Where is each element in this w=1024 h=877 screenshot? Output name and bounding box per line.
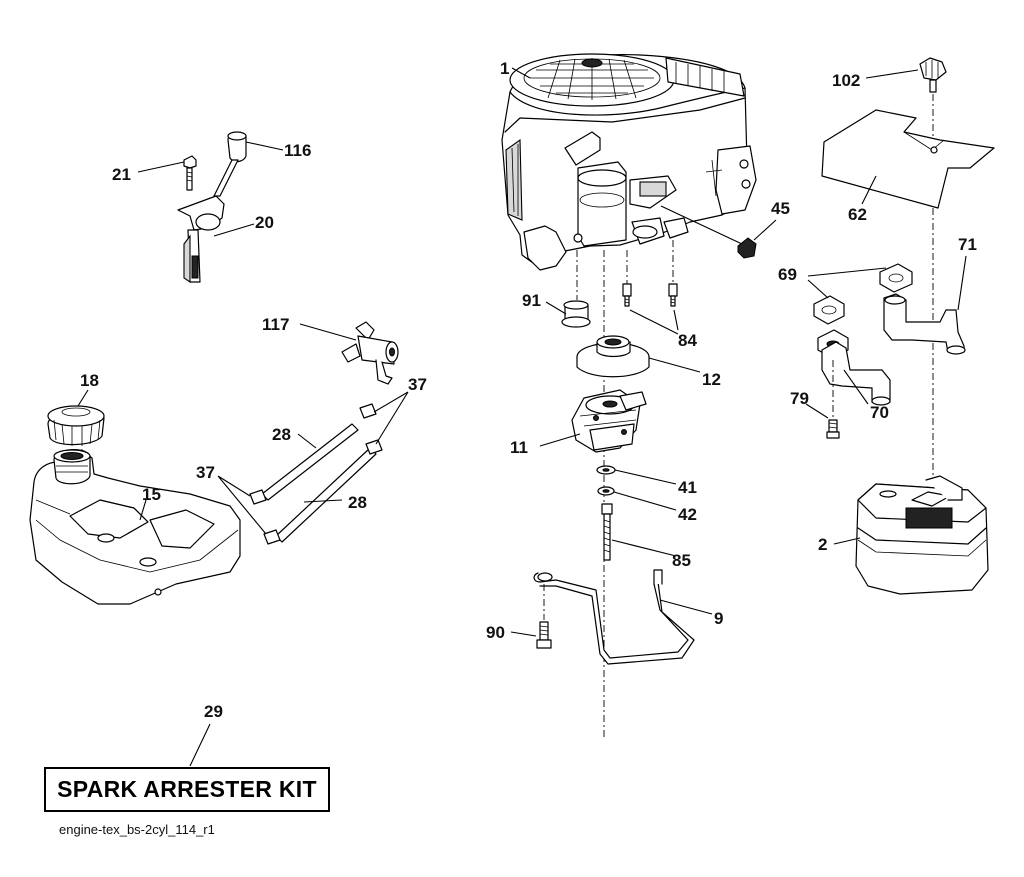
callout-18: 18 (80, 371, 99, 390)
callout-102: 102 (832, 71, 860, 90)
callout-116: 116 (284, 141, 311, 160)
washer-41 (596, 465, 677, 485)
callout-21: 21 (112, 165, 131, 184)
callout-117: 117 (262, 315, 289, 334)
callout-9: 9 (714, 609, 723, 628)
bolt-85 (601, 503, 677, 561)
callout-69: 69 (778, 265, 797, 284)
callout-42: 42 (678, 505, 697, 524)
callout-2: 2 (818, 535, 827, 554)
callout-37-lower: 37 (196, 463, 215, 482)
file-reference: engine-tex_bs-2cyl_114_r1 (59, 822, 215, 837)
fuel-tank-15 (29, 449, 241, 605)
bolts-84 (622, 283, 679, 335)
clutch-11 (539, 389, 647, 453)
bolt-79 (805, 360, 840, 439)
engine-assembly (501, 53, 757, 271)
callout-29: 29 (204, 702, 223, 721)
spark-arrester-kit-box: SPARK ARRESTER KIT (44, 767, 330, 812)
callout-37-upper: 37 (408, 375, 427, 394)
knob-102 (865, 57, 947, 93)
bushing-91 (561, 300, 591, 328)
exhaust-pipe-71 (883, 255, 967, 355)
callout-79: 79 (790, 389, 809, 408)
callout-45: 45 (771, 199, 790, 218)
callout-62: 62 (848, 205, 867, 224)
engine-screen-grid (530, 58, 654, 100)
callout-85: 85 (672, 551, 691, 570)
callout-20: 20 (255, 213, 274, 232)
callout-labels: 1 102 116 21 20 45 62 71 69 91 84 12 117… (80, 59, 977, 721)
muffler-2 (833, 475, 989, 595)
washer-42 (597, 486, 677, 511)
callout-84: 84 (678, 331, 697, 350)
callout-71: 71 (958, 235, 977, 254)
bracket-9 (533, 569, 713, 665)
callout-41: 41 (678, 478, 697, 497)
callout-90: 90 (486, 623, 505, 642)
clamps-37 (217, 391, 409, 545)
callout-15: 15 (142, 485, 161, 504)
heat-shield-62 (821, 109, 995, 209)
callout-11: 11 (510, 438, 528, 457)
callout-12: 12 (702, 370, 721, 389)
spark-arrester-kit-label: SPARK ARRESTER KIT (57, 776, 317, 802)
callout-28-lower: 28 (348, 493, 367, 512)
callout-91: 91 (522, 291, 541, 310)
fuel-valve-117 (299, 321, 399, 385)
fuel-line-upper-28 (261, 423, 359, 501)
exhaust-pipe-70 (821, 341, 891, 406)
fuel-cap-18 (47, 389, 105, 446)
pulley-12 (576, 335, 701, 378)
spark-arrester-leader (189, 723, 211, 767)
callout-1: 1 (500, 59, 509, 78)
throttle-lever-assembly (137, 131, 284, 284)
callout-28-upper: 28 (272, 425, 291, 444)
bolt-90 (510, 584, 552, 649)
callout-70: 70 (870, 403, 889, 422)
nut-45 (660, 205, 757, 259)
